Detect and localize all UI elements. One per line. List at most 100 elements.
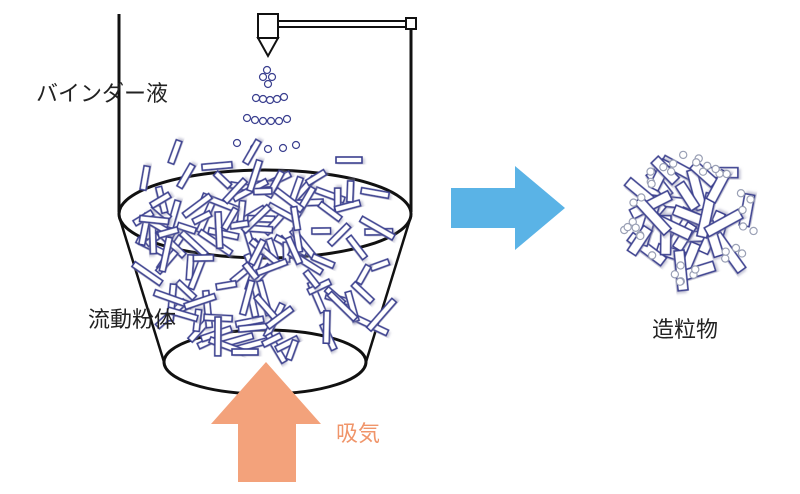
particle-rod <box>138 214 170 226</box>
particle-rod <box>148 191 173 210</box>
arrow-up-icon <box>211 362 321 482</box>
droplet <box>278 143 288 153</box>
particle-rod <box>358 215 397 242</box>
particle-rod <box>304 168 328 187</box>
particle-rod <box>326 222 352 248</box>
droplet <box>251 93 261 103</box>
granule-cluster <box>620 150 758 292</box>
particle-rod <box>166 198 182 230</box>
particle-rod <box>284 235 304 266</box>
particle-rod <box>231 348 259 356</box>
particle-rod <box>264 304 295 331</box>
granule-binder-dot <box>670 270 680 279</box>
droplet <box>232 138 242 148</box>
particle-rod <box>626 224 654 257</box>
particle-rod <box>148 224 158 255</box>
particle-rod <box>167 138 183 166</box>
particle-rod <box>359 186 391 200</box>
air-intake-label: 吸気 <box>336 422 381 447</box>
particle-rod <box>182 292 218 311</box>
granule-binder-dot <box>721 254 730 263</box>
particle-rod <box>192 253 215 262</box>
granule-label: 造粒物 <box>652 318 719 343</box>
droplet <box>263 79 273 89</box>
granule-binder-dot <box>731 243 741 253</box>
spray-droplets <box>232 65 301 154</box>
granule-binder-dot <box>722 169 731 179</box>
droplet <box>258 72 268 82</box>
particle-rod <box>302 268 322 290</box>
particle-rod <box>354 263 373 286</box>
particle-rod <box>181 192 214 220</box>
particle-rod <box>247 237 267 267</box>
cone-right-side <box>364 215 413 363</box>
particle-rod <box>175 162 197 190</box>
particle-rod <box>345 234 369 261</box>
nozzle-icon <box>256 13 417 59</box>
droplet <box>291 140 301 150</box>
particle-rod <box>238 279 256 317</box>
granule-binder-dot <box>736 189 746 198</box>
droplet <box>267 72 277 82</box>
particle-rod <box>350 280 376 305</box>
particle-rod <box>369 257 391 273</box>
droplet <box>272 94 282 104</box>
granule-binder-dot <box>666 167 676 176</box>
granule-binder-dot <box>678 150 688 160</box>
particle-rod <box>255 257 289 277</box>
particle-rod <box>220 206 240 232</box>
particle-rod <box>130 260 164 287</box>
particle-rod <box>345 180 355 203</box>
droplet <box>279 92 289 102</box>
droplet <box>265 95 275 105</box>
granule-binder-dot <box>631 223 640 232</box>
particle-rod <box>185 253 195 281</box>
droplet <box>258 94 268 104</box>
droplet <box>274 116 284 126</box>
particle-rod <box>229 219 250 230</box>
granule-binder-dot <box>623 222 632 232</box>
granule-binder-dot <box>703 161 712 171</box>
particle-rod <box>158 235 174 273</box>
particle-rod <box>333 199 362 214</box>
particle-rod <box>316 200 344 223</box>
particle-rod <box>311 227 332 235</box>
droplet <box>258 116 268 126</box>
binder-liquid-label: バインダー液 <box>36 82 169 107</box>
granule-binder-dot <box>637 193 646 202</box>
particle-rod <box>214 279 238 291</box>
droplet <box>266 116 276 126</box>
granule-binder-dot <box>659 162 668 172</box>
cone-left-side <box>117 215 166 363</box>
granule-binder-dot <box>698 167 708 176</box>
granule-binder-dot <box>647 251 657 260</box>
granule-binder-dot <box>629 198 638 207</box>
granule-binder-dot <box>668 159 678 168</box>
particle-rod <box>241 260 260 282</box>
particle-rod <box>213 316 222 357</box>
particle-rod <box>139 164 151 192</box>
particle-rod <box>245 158 264 193</box>
particle-rod <box>284 338 300 362</box>
particle-rod <box>200 160 234 172</box>
droplet <box>242 113 252 123</box>
particle-rod <box>165 306 200 323</box>
particle-rod <box>214 210 224 250</box>
granule-binder-dot <box>721 247 730 256</box>
particle-rod <box>241 138 263 166</box>
granule-binder-dot <box>738 222 748 231</box>
granule-binder-dot <box>675 277 685 286</box>
particle-rod <box>322 309 331 345</box>
particle-rod <box>335 156 363 164</box>
droplet <box>250 115 260 125</box>
particle-rod <box>221 176 249 205</box>
droplet <box>263 144 273 154</box>
arrow-right-icon <box>451 166 565 250</box>
granule-binder-dot <box>646 167 655 176</box>
particle-rod <box>252 187 273 196</box>
particle-rod <box>674 180 701 213</box>
particle-rod <box>260 331 284 349</box>
particle-rod <box>365 297 398 333</box>
fluidized-particles <box>130 138 398 365</box>
